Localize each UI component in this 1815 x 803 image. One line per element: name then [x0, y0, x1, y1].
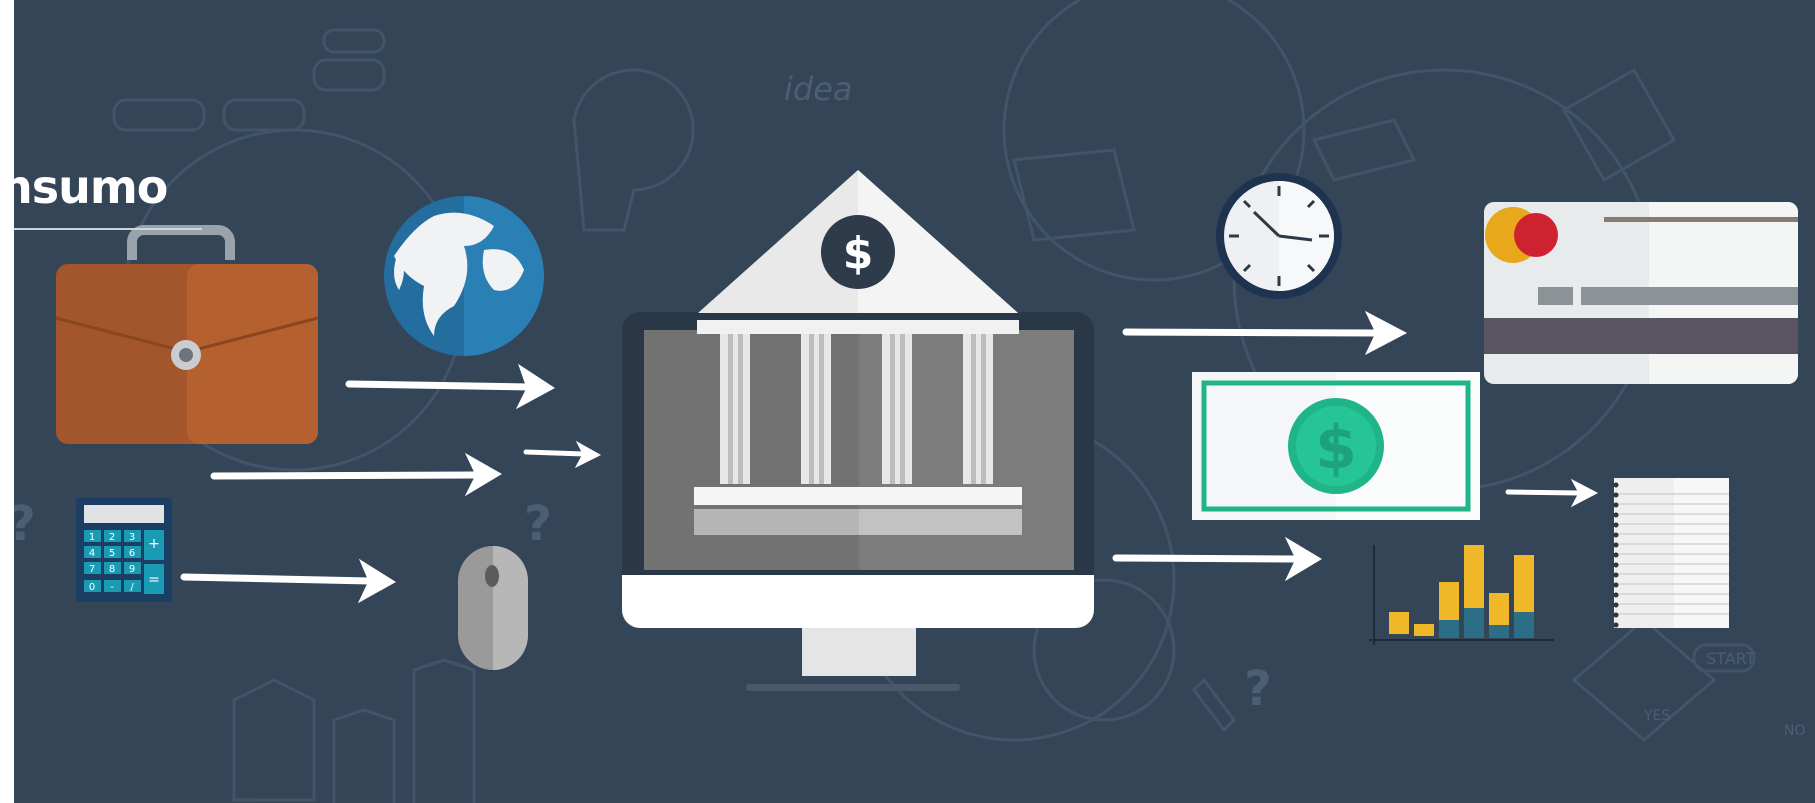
calc-key: 0	[89, 582, 95, 593]
arrow-right-icon	[210, 452, 502, 497]
arrow-right-icon	[1112, 536, 1322, 582]
arrows-left	[180, 363, 602, 604]
calc-key: 8	[109, 564, 115, 575]
notepad-icon	[1613, 478, 1729, 628]
bank-dollar-sign: $	[843, 228, 874, 279]
calc-key: =	[148, 572, 160, 588]
calc-key: 1	[89, 532, 95, 543]
doodle-question-mark: ?	[1244, 661, 1272, 717]
banknote-dollar-sign: $	[1315, 413, 1357, 483]
doodle-no-label: NO	[1784, 723, 1806, 739]
calc-key: -	[110, 582, 114, 593]
page-title: nsumo	[14, 160, 168, 214]
calc-key: 2	[109, 532, 115, 543]
globe-icon	[384, 196, 544, 356]
arrow-right-icon	[523, 440, 602, 469]
mouse-icon	[458, 546, 528, 670]
calc-key: 9	[129, 564, 135, 575]
calc-key: 7	[89, 564, 95, 575]
doodle-question-mark: ?	[524, 496, 552, 552]
calc-key: 4	[89, 548, 95, 559]
scene-illustration: idea START YES NO ? ? ?	[14, 0, 1815, 803]
bar-chart-icon	[1369, 545, 1554, 645]
arrow-right-icon	[345, 363, 555, 410]
arrow-right-icon	[1122, 310, 1408, 356]
calc-key: /	[130, 582, 134, 593]
calc-key: +	[148, 536, 160, 552]
credit-card-icon	[1484, 202, 1798, 384]
arrow-right-icon	[1505, 478, 1599, 508]
doodle-question-mark: ?	[14, 496, 36, 552]
arrow-right-icon	[180, 558, 396, 604]
arrows-right	[1112, 310, 1599, 582]
doodle-start-label: START	[1706, 649, 1756, 668]
calculator-icon: 1 2 3 + 4 5 6 7 8 9 = 0 - /	[76, 498, 172, 602]
infographic-stage: idea START YES NO ? ? ?	[14, 0, 1815, 803]
doodle-labels: idea START YES NO ? ? ?	[14, 70, 1806, 739]
calc-key: 3	[129, 532, 135, 543]
bank-icon: $	[644, 170, 1074, 570]
banknote-icon: $	[1192, 372, 1480, 520]
title-underline	[14, 228, 202, 230]
calc-key: 5	[109, 548, 115, 559]
clock-icon	[1216, 173, 1342, 299]
briefcase-icon	[55, 225, 319, 444]
doodle-yes-label: YES	[1643, 708, 1670, 724]
doodle-idea-label: idea	[784, 70, 853, 108]
calc-key: 6	[129, 548, 135, 559]
left-white-strip	[0, 0, 14, 803]
